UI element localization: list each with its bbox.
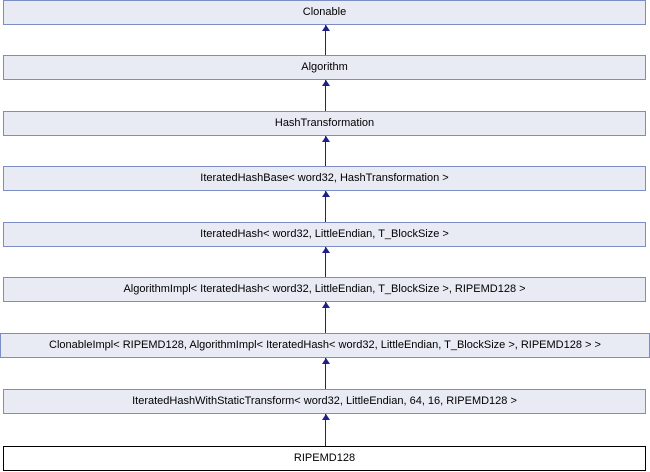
class-node-ripemd128[interactable]: RIPEMD128 (3, 446, 646, 471)
class-node-label: AlgorithmImpl< IteratedHash< word32, Lit… (123, 283, 526, 295)
class-node-clonable[interactable]: Clonable (3, 0, 646, 25)
inheritance-arrow-icon (322, 414, 330, 420)
class-node-hashtransformation[interactable]: HashTransformation (3, 111, 646, 136)
inheritance-arrow-icon (322, 247, 330, 253)
class-node-label: HashTransformation (274, 117, 375, 129)
class-node-label: IteratedHash< word32, LittleEndian, T_Bl… (200, 228, 449, 240)
class-node-label: RIPEMD128 (293, 452, 356, 464)
inheritance-edge (325, 136, 326, 166)
inheritance-edge (325, 80, 326, 111)
class-node-iteratedhashwithstatictransform[interactable]: IteratedHashWithStaticTransform< word32,… (3, 389, 646, 414)
class-node-label: IteratedHashBase< word32, HashTransforma… (200, 172, 449, 184)
inheritance-edge (325, 358, 326, 389)
inheritance-arrow-icon (322, 25, 330, 31)
class-node-label: ClonableImpl< RIPEMD128, AlgorithmImpl< … (49, 339, 601, 351)
inheritance-edge (325, 191, 326, 222)
inheritance-arrow-icon (322, 358, 330, 364)
inheritance-arrow-icon (322, 80, 330, 86)
class-node-algorithm[interactable]: Algorithm (3, 55, 646, 80)
inheritance-arrow-icon (322, 191, 330, 197)
inheritance-edge (325, 247, 326, 277)
inheritance-arrow-icon (322, 302, 330, 308)
class-node-label: IteratedHashWithStaticTransform< word32,… (132, 395, 517, 407)
class-node-iteratedhashbase[interactable]: IteratedHashBase< word32, HashTransforma… (3, 166, 646, 191)
class-node-label: Clonable (302, 6, 347, 18)
inheritance-edge (325, 414, 326, 446)
inheritance-arrow-icon (322, 136, 330, 142)
inheritance-edge (325, 302, 326, 333)
class-node-clonableimpl[interactable]: ClonableImpl< RIPEMD128, AlgorithmImpl< … (0, 333, 650, 358)
class-node-algorithmimpl[interactable]: AlgorithmImpl< IteratedHash< word32, Lit… (3, 277, 646, 302)
class-node-label: Algorithm (301, 61, 348, 73)
class-node-iteratedhash[interactable]: IteratedHash< word32, LittleEndian, T_Bl… (3, 222, 646, 247)
inheritance-edge (325, 25, 326, 55)
